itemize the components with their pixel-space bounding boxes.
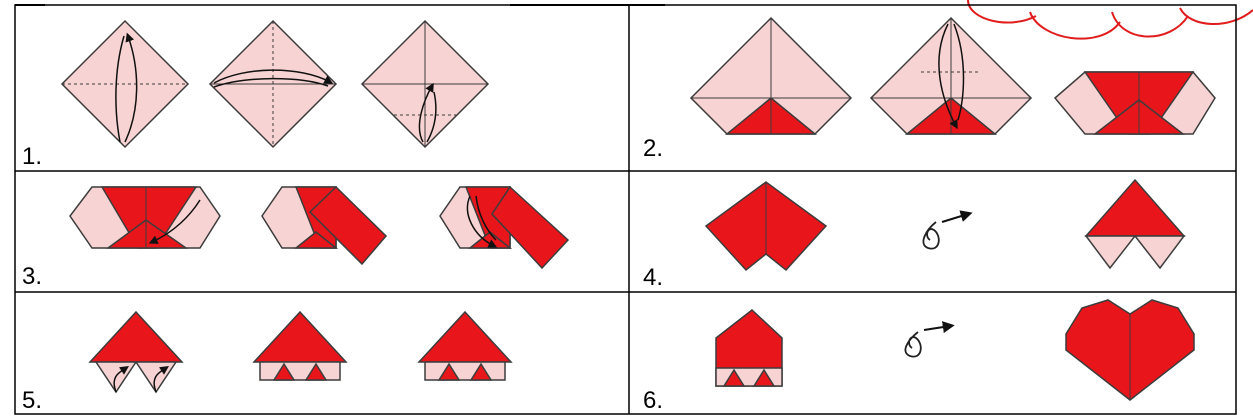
- right-side-folded: [261, 185, 388, 266]
- step-4-figures: [704, 178, 1186, 272]
- fold-arrow-icon: [938, 23, 958, 130]
- step-label-5: 5.: [22, 387, 42, 414]
- folded-model-back: [715, 309, 783, 387]
- step-label-3: 3.: [22, 263, 42, 290]
- fold-arrow-icon: [124, 32, 138, 143]
- triangle-with-points: [1084, 178, 1186, 270]
- turn-over-icon: [904, 321, 955, 358]
- left-side-fold: [439, 185, 570, 270]
- step-2-figures: [689, 16, 1216, 135]
- v-shape-folded: [704, 181, 828, 272]
- points-fold-up: [88, 310, 184, 394]
- step-3-figures: [69, 185, 570, 270]
- sides-fold-to-center: [69, 186, 221, 249]
- finished-heart: [1065, 299, 1195, 401]
- square-with-diagonal-fold: [60, 19, 190, 149]
- step-label-4: 4.: [643, 264, 663, 291]
- fold-arrow-icon: [148, 199, 201, 244]
- square-fold-bottom-to-center: [360, 19, 490, 149]
- step-5-figures: [88, 310, 513, 394]
- cloud-decoration: [966, 0, 1253, 40]
- turn-over-icon: [922, 210, 973, 250]
- top-and-bottom-folded: [1053, 71, 1216, 135]
- bottom-corner-folded: [689, 16, 853, 135]
- fold-arrow-icon: [213, 69, 334, 84]
- fold-arrow-icon: [113, 366, 129, 393]
- step-label-6: 6.: [643, 387, 663, 414]
- points-folded: [252, 310, 348, 381]
- step-6-figures: [715, 299, 1195, 401]
- fold-arrow-icon: [466, 195, 498, 248]
- step-label-2: 2.: [643, 135, 663, 162]
- fold-arrow-icon: [153, 366, 169, 393]
- side-points-fold: [417, 310, 513, 381]
- step-label-1: 1.: [22, 143, 42, 170]
- top-corner-fold-down: [869, 16, 1033, 135]
- step-1-figures: [60, 19, 490, 149]
- square-with-vertical-fold: [208, 19, 338, 149]
- fold-arrow-icon: [418, 82, 434, 143]
